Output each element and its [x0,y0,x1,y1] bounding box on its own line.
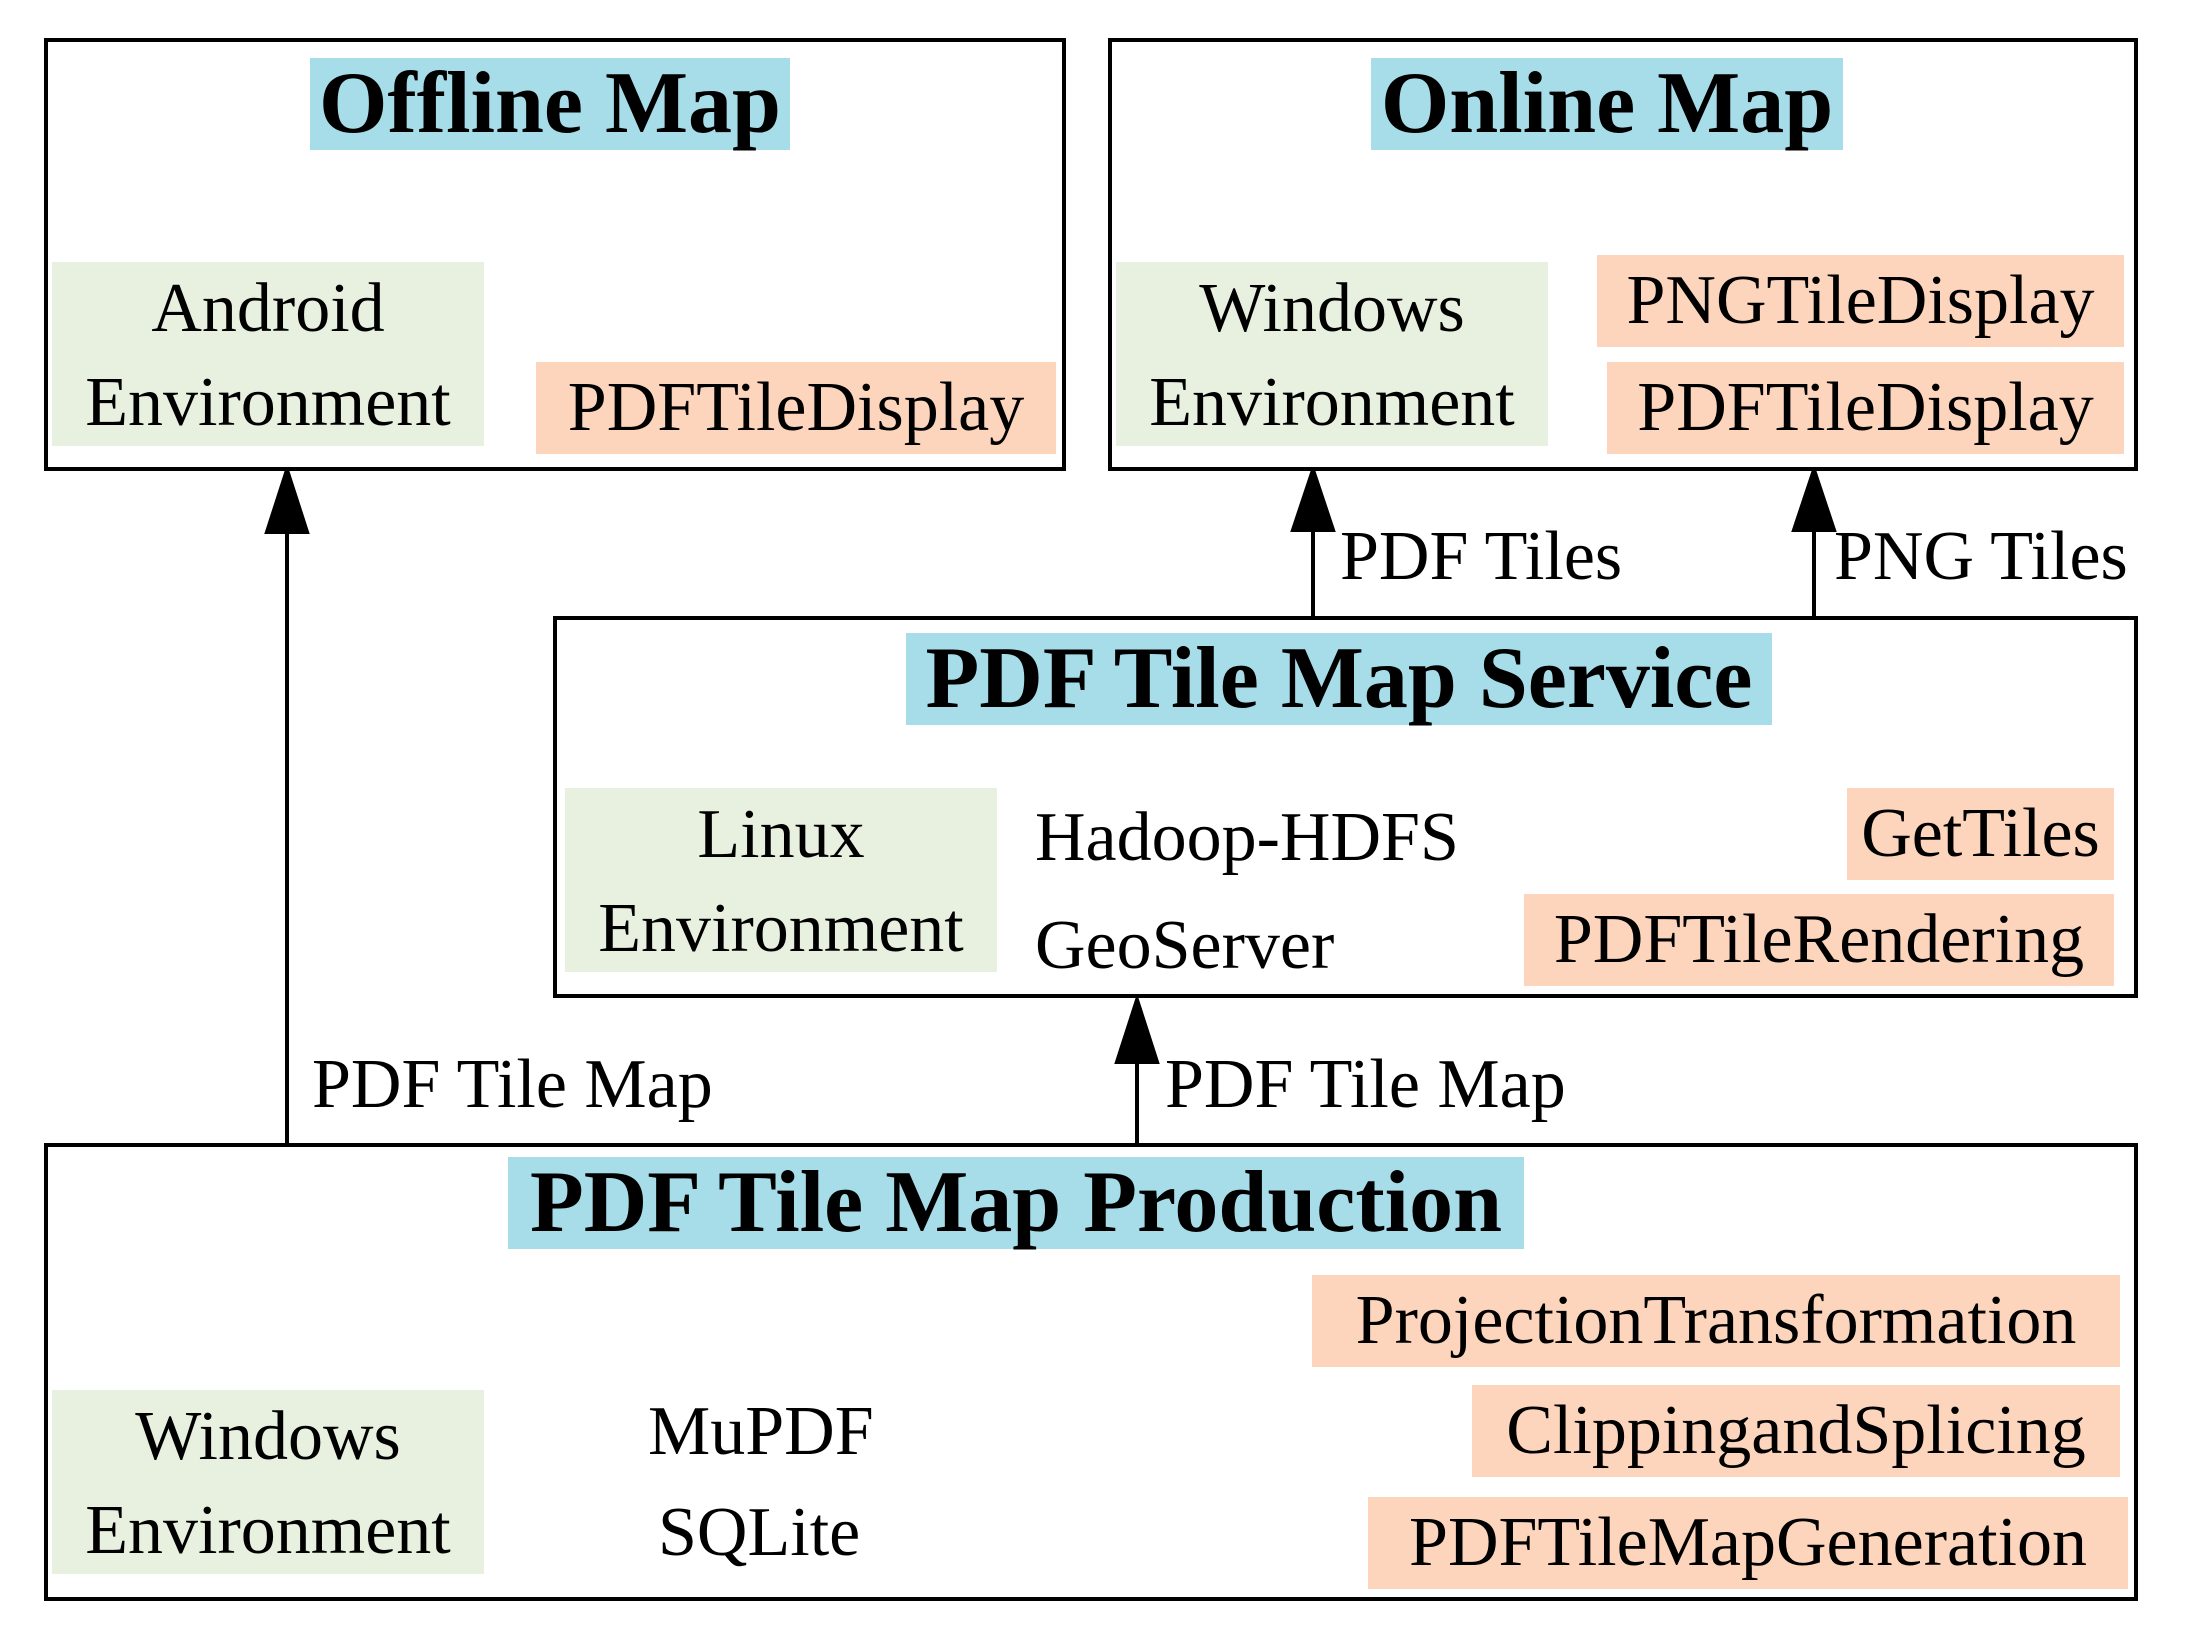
offline-module-pdf-tile-display: PDFTileDisplay [536,362,1056,454]
production-module-pdf-tile-map-generation: PDFTileMapGeneration [1368,1497,2128,1589]
arrowhead-offline [264,463,310,534]
service-env-line2: Environment [598,890,964,967]
production-env-line1: Windows [135,1398,401,1475]
production-title: PDF Tile Map Production [508,1157,1524,1249]
offline-env-line1: Android [151,270,385,347]
arrowhead-service [1114,993,1160,1064]
online-map-title: Online Map [1371,58,1843,150]
tile-service-environment: Linux Environment [565,788,997,972]
online-env-line2: Environment [1149,364,1515,441]
offline-map-environment: Android Environment [52,262,484,446]
tool-mupdf: MuPDF [648,1393,874,1470]
tile-service-title: PDF Tile Map Service [906,633,1772,725]
service-module-get-tiles: GetTiles [1847,788,2114,880]
online-module-pdf-tile-display: PDFTileDisplay [1607,362,2124,454]
production-module-clipping-and-splicing: ClippingandSplicing [1472,1385,2120,1477]
service-module-pdf-tile-rendering: PDFTileRendering [1524,894,2114,986]
online-map-environment: Windows Environment [1116,262,1548,446]
online-env-line1: Windows [1199,270,1465,347]
tool-sqlite: SQLite [658,1494,861,1571]
production-module-projection-transformation: ProjectionTransformation [1312,1275,2120,1367]
label-pdf-tile-map-left: PDF Tile Map [312,1046,713,1123]
offline-map-title: Offline Map [310,58,790,150]
tool-hadoop-hdfs: Hadoop-HDFS [1035,799,1459,876]
service-env-line1: Linux [697,796,865,873]
production-env-line2: Environment [85,1492,451,1569]
arrowhead-online-png [1791,463,1837,532]
label-png-tiles: PNG Tiles [1834,518,2128,595]
label-pdf-tile-map-right: PDF Tile Map [1165,1046,1566,1123]
online-module-png-tile-display: PNGTileDisplay [1597,255,2124,347]
arrowhead-online-pdf [1290,463,1336,532]
offline-env-line2: Environment [85,364,451,441]
production-environment: Windows Environment [52,1390,484,1574]
tool-geoserver: GeoServer [1035,907,1335,984]
label-pdf-tiles: PDF Tiles [1340,518,1623,595]
